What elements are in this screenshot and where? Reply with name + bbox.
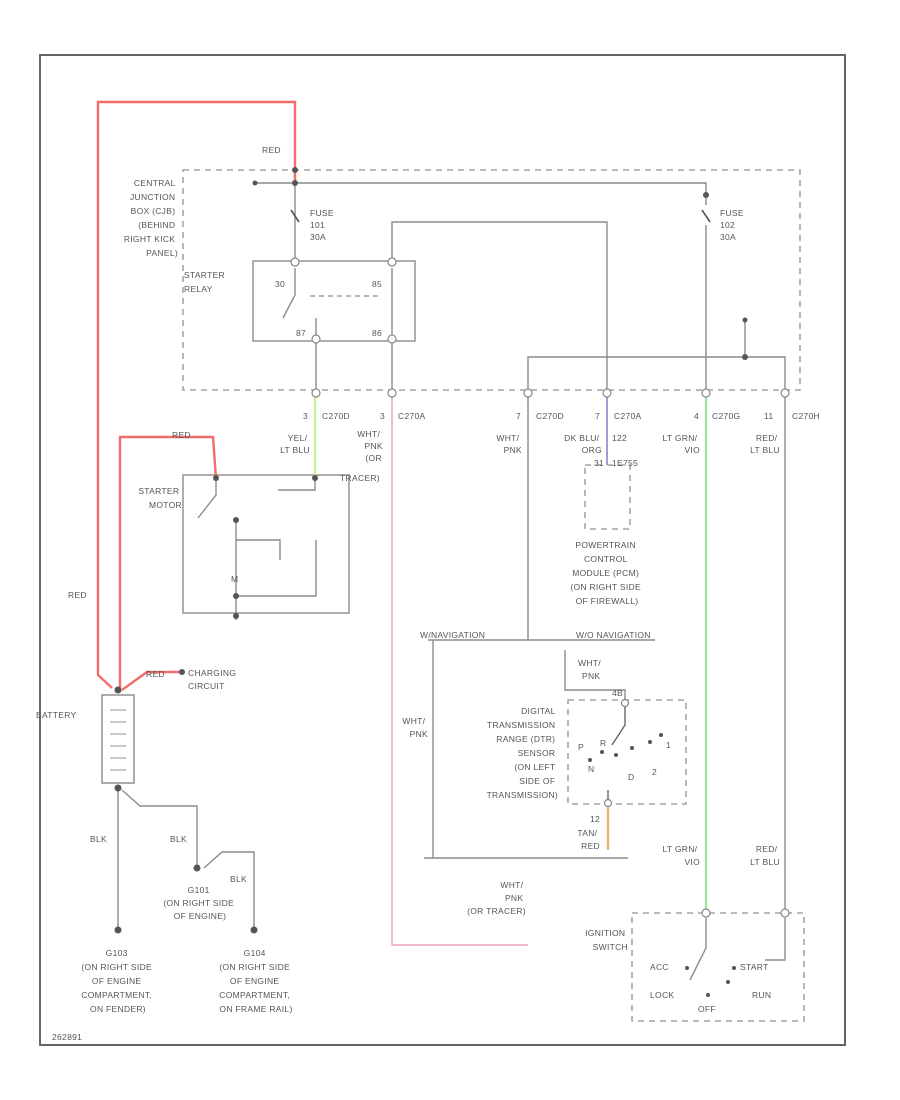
label-charging-circuit: CHARGING CIRCUIT <box>188 668 239 691</box>
ignition-position-start: START <box>740 962 769 972</box>
label-without-navigation: W/O NAVIGATION <box>576 630 651 640</box>
label-dtr-sensor: DIGITAL TRANSMISSION RANGE (DTR) SENSOR … <box>487 706 558 800</box>
label-battery: BATTERY <box>36 710 77 720</box>
wire-label-wht-pnk-dtr: WHT/ PNK <box>578 658 604 681</box>
dtr-position-d: D <box>628 772 634 782</box>
label-dtr-pin-12: 12 <box>590 814 600 824</box>
relay-pin-87: 87 <box>296 328 306 338</box>
connector-pin-3: 7 <box>516 411 521 421</box>
ignition-switch-outline <box>631 912 805 1022</box>
label-ground-g103: G103 (ON RIGHT SIDE OF ENGINE COMPARTMEN… <box>81 948 155 1014</box>
relay-pin-85: 85 <box>372 279 382 289</box>
dtr-position-r: R <box>600 738 606 748</box>
ignition-switch-contacts <box>685 966 736 997</box>
wire-label-red-lt-blu-bottom: RED/ LT BLU <box>750 844 780 867</box>
connector-terminals <box>290 257 790 918</box>
label-motor-symbol: M <box>231 574 238 584</box>
connector-id-6: C270H <box>792 411 820 421</box>
relay-pin-86: 86 <box>372 328 382 338</box>
connector-pin-2: 3 <box>380 411 385 421</box>
wire-label-lt-grn-vio-top: LT GRN/ VIO <box>662 433 700 455</box>
label-fuse-101: FUSE 101 30A <box>310 208 337 242</box>
wire-label-yel-lt-blu: YEL/ LT BLU <box>280 433 310 455</box>
dtr-position-n: N <box>588 764 594 774</box>
connector-pin-1: 3 <box>303 411 308 421</box>
pcm-outline <box>584 464 631 530</box>
gray-wiring <box>117 182 786 981</box>
dtr-sensor-outline <box>567 699 687 805</box>
wire-label-wht-pnk-left: WHT/ PNK <box>402 716 428 739</box>
connector-id-1: C270D <box>322 411 350 421</box>
splice-points <box>114 167 748 934</box>
connector-id-5: C270G <box>712 411 740 421</box>
label-red-battery: RED <box>146 669 165 679</box>
label-pcm-connector: 1E755 <box>612 458 638 468</box>
label-with-navigation: W/NAVIGATION <box>420 630 485 640</box>
label-red-left: RED <box>68 590 87 600</box>
label-pin-122: 122 <box>612 433 627 443</box>
dtr-position-1: 1 <box>666 740 671 750</box>
connector-pin-6: 11 <box>764 411 773 421</box>
label-cjb: CENTRAL JUNCTION BOX (CJB) (BEHIND RIGHT… <box>124 178 178 258</box>
connector-id-2: C270A <box>398 411 426 421</box>
dtr-position-2: 2 <box>652 767 657 777</box>
label-ignition-switch: IGNITION SWITCH <box>585 928 628 952</box>
label-ground-g104: G104 (ON RIGHT SIDE OF ENGINE COMPARTMEN… <box>219 948 293 1014</box>
ignition-position-lock: LOCK <box>650 990 674 1000</box>
starter-motor-box <box>182 474 350 614</box>
relay-pin-30: 30 <box>275 279 285 289</box>
wire-label-dk-blu-org: DK BLU/ ORG <box>564 433 602 455</box>
wire-label-red-lt-blu-top: RED/ LT BLU <box>750 433 780 455</box>
fuse-102-symbol <box>701 209 711 223</box>
label-red-top: RED <box>262 145 281 155</box>
label-red-starter: RED <box>172 430 191 440</box>
wire-label-blk-1: BLK <box>90 834 107 844</box>
connector-id-4: C270A <box>614 411 642 421</box>
ignition-position-run: RUN <box>752 990 771 1000</box>
wire-red-starter <box>118 435 218 688</box>
starter-relay-box <box>252 260 416 342</box>
label-fuse-102: FUSE 102 30A <box>720 208 747 242</box>
figure-id: 262891 <box>52 1032 82 1042</box>
wire-label-tan-red: TAN/ RED <box>577 828 600 851</box>
connector-pin-5: 4 <box>694 411 699 421</box>
ignition-position-acc: ACC <box>650 962 669 972</box>
dtr-sensor-contacts <box>588 705 663 805</box>
wire-label-wht-pnk-mid: WHT/ PNK <box>496 433 522 455</box>
label-ground-g101: G101 (ON RIGHT SIDE OF ENGINE) <box>163 885 236 921</box>
wire-pink-wht-pnk <box>391 393 528 946</box>
label-pcm-pin: 31 <box>594 458 604 468</box>
label-starter-relay: STARTER RELAY <box>184 270 228 294</box>
ignition-position-off: OFF <box>698 1004 716 1014</box>
fuse-101-symbol <box>290 209 300 223</box>
wire-label-blk-2: BLK <box>170 834 187 844</box>
wire-label-blk-3: BLK <box>230 874 247 884</box>
central-junction-box-outline <box>182 169 801 391</box>
connector-pin-4: 7 <box>595 411 600 421</box>
dtr-position-p: P <box>578 742 584 752</box>
battery-symbol <box>101 694 135 784</box>
diagram-border <box>39 54 846 1046</box>
wire-red-charging <box>121 670 182 691</box>
label-pcm: POWERTRAIN CONTROL MODULE (PCM) (ON RIGH… <box>570 540 643 606</box>
label-starter-motor: STARTER MOTOR <box>138 486 182 510</box>
wire-red-battery-feed <box>96 100 297 689</box>
wire-label-wht-pnk-tracer: WHT/ PNK (OR TRACER) <box>340 429 385 483</box>
wire-label-lt-grn-vio-bottom: LT GRN/ VIO <box>662 844 700 867</box>
wire-label-wht-pnk-tracer-bottom: WHT/ PNK (OR TRACER) <box>467 880 526 916</box>
label-dtr-pin-4b: 4B <box>612 688 623 698</box>
connector-id-3: C270D <box>536 411 564 421</box>
